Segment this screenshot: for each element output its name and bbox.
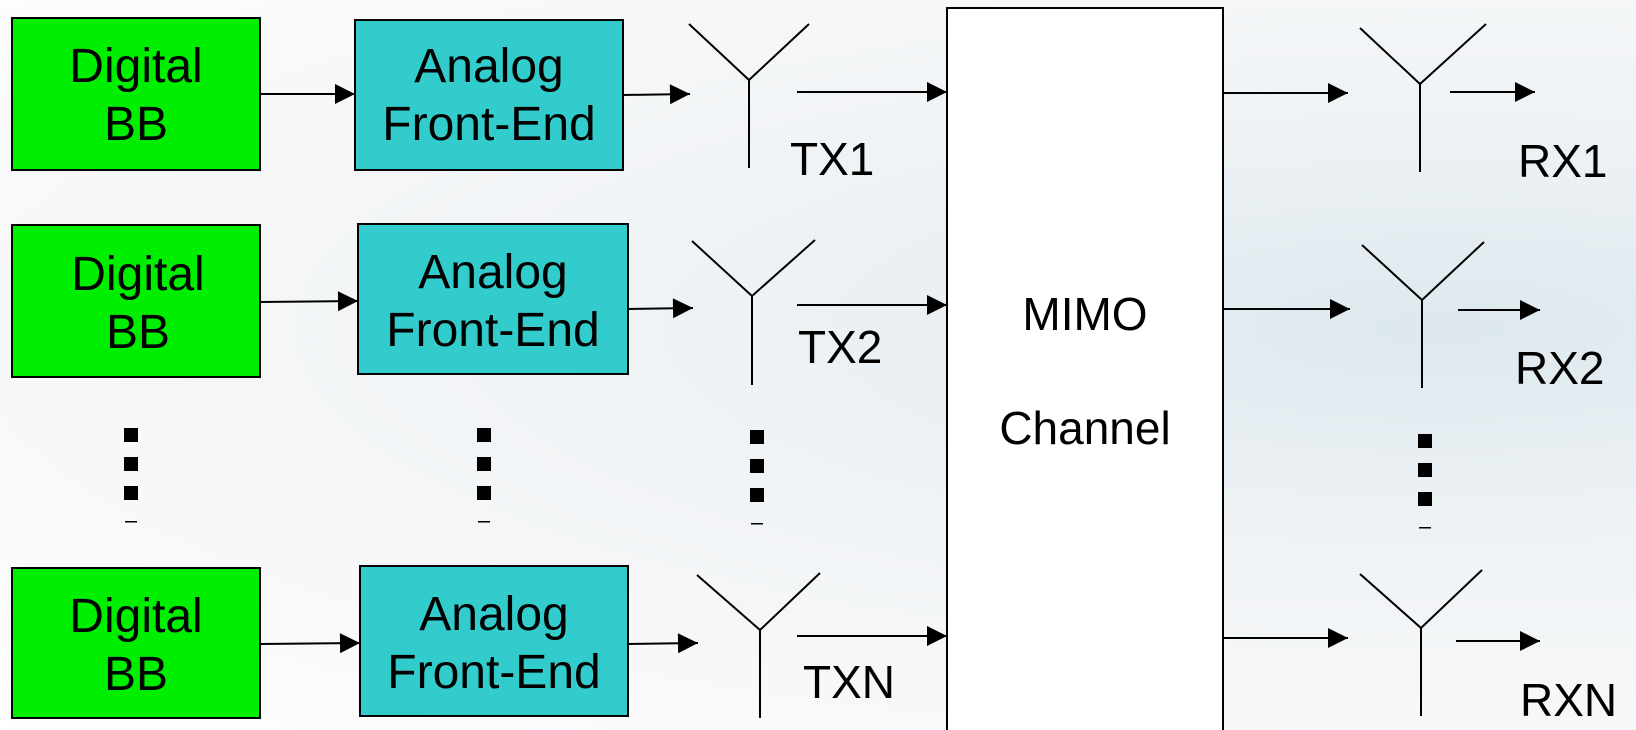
analog-fe-block-2 bbox=[357, 223, 629, 375]
rx-chain-2: RX2 bbox=[1223, 241, 1604, 394]
rx-chain-1: RX1 bbox=[1223, 23, 1607, 187]
arrow-afe-to-antenna-2 bbox=[627, 298, 694, 319]
digital-bb-label-line1: Digital bbox=[69, 590, 202, 643]
analog-fe-label-line2: Front-End bbox=[386, 304, 599, 357]
rx-antenna-label: RX2 bbox=[1515, 342, 1604, 394]
antenna-icon bbox=[1361, 241, 1485, 388]
digital-bb-block-1 bbox=[11, 17, 261, 171]
rx-chain-n: RXN bbox=[1223, 569, 1617, 726]
arrow-afe-to-antenna-1 bbox=[622, 84, 691, 105]
digital-bb-label-line2: BB bbox=[104, 98, 168, 151]
digital-bb-label-line2: BB bbox=[104, 648, 168, 701]
analog-fe-label-line1: Analog bbox=[414, 40, 563, 93]
vertical-ellipsis-icon bbox=[124, 428, 138, 523]
arrow-afe-to-antenna-n bbox=[627, 633, 699, 654]
mimo-channel-label-line2: Channel bbox=[999, 402, 1170, 454]
digital-bb-label-line1: Digital bbox=[69, 40, 202, 93]
vertical-ellipsis-icon bbox=[477, 428, 491, 523]
antenna-icon bbox=[1359, 23, 1487, 172]
vertical-ellipsis-icon bbox=[1418, 434, 1432, 529]
digital-bb-label-line2: BB bbox=[106, 306, 170, 359]
rx-antenna-label: RXN bbox=[1520, 674, 1617, 726]
rx-antenna-label: RX1 bbox=[1518, 135, 1607, 187]
analog-fe-label-line1: Analog bbox=[419, 588, 568, 641]
analog-fe-block-n bbox=[359, 565, 629, 717]
digital-bb-label-line1: Digital bbox=[71, 248, 204, 301]
antenna-icon bbox=[691, 239, 816, 385]
vertical-ellipsis-icon bbox=[750, 430, 764, 525]
tx-chain-n: Digital BB Analog Front-End TXN bbox=[11, 565, 947, 719]
antenna-icon bbox=[688, 23, 810, 168]
tx-chain-2: Digital BB Analog Front-End TX2 bbox=[11, 223, 947, 385]
antenna-icon bbox=[1359, 569, 1483, 716]
mimo-channel-block bbox=[946, 7, 1224, 730]
digital-bb-block-n bbox=[11, 567, 261, 719]
antenna-icon bbox=[696, 572, 821, 718]
tx-chain-1: Digital BB Analog Front-End TX1 bbox=[11, 17, 947, 185]
tx-antenna-label: TX1 bbox=[790, 133, 874, 185]
digital-bb-block-2 bbox=[11, 224, 261, 378]
tx-antenna-label: TXN bbox=[803, 656, 895, 708]
analog-fe-label-line2: Front-End bbox=[387, 646, 600, 699]
analog-fe-label-line2: Front-End bbox=[382, 98, 595, 151]
arrow-bb-to-afe-n bbox=[259, 633, 361, 654]
mimo-channel: MIMO Channel bbox=[946, 7, 1224, 730]
arrow-bb-to-afe-2 bbox=[259, 291, 359, 312]
mimo-channel-label-line1: MIMO bbox=[1022, 288, 1147, 340]
tx-antenna-label: TX2 bbox=[798, 321, 882, 373]
analog-fe-label-line1: Analog bbox=[418, 246, 567, 299]
analog-fe-block-1 bbox=[354, 19, 624, 171]
